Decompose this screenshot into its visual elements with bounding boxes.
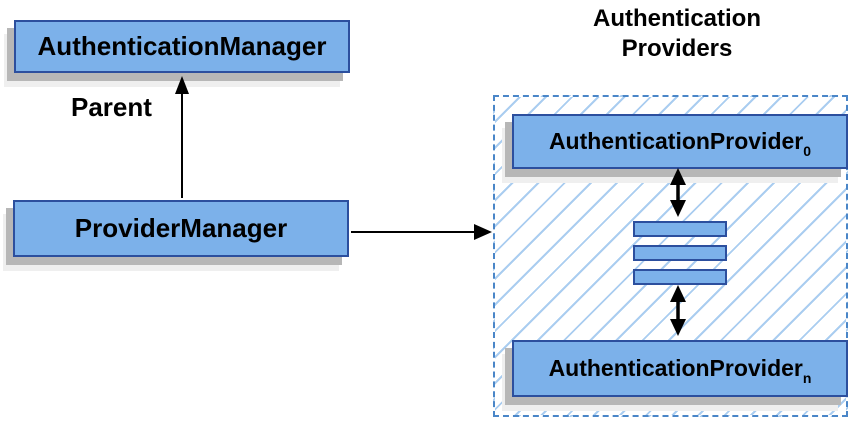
authentication-providers-group: AuthenticationProvider0 AuthenticationPr… xyxy=(493,95,848,417)
authentication-manager-label: AuthenticationManager xyxy=(37,31,327,61)
provider-manager-to-providers-arrow xyxy=(351,224,492,240)
authentication-manager-node: AuthenticationManager xyxy=(14,20,350,73)
provider-manager-node: ProviderManager xyxy=(13,200,349,257)
authentication-provider-n-node: AuthenticationProvidern xyxy=(512,340,848,397)
authentication-provider-0-node: AuthenticationProvider0 xyxy=(512,114,848,169)
authentication-provider-n-label: AuthenticationProvidern xyxy=(548,355,812,386)
provider-manager-label: ProviderManager xyxy=(74,213,288,243)
parent-edge-label: Parent xyxy=(71,92,152,122)
authentication-providers-title: Authentication Providers xyxy=(593,5,761,62)
parent-arrow xyxy=(175,76,189,198)
authentication-provider-n-subscript: n xyxy=(802,370,812,386)
authentication-provider-0-label: AuthenticationProvider0 xyxy=(548,128,812,159)
provider-ellipsis-bar-3 xyxy=(633,269,727,285)
authentication-provider-0-subscript: 0 xyxy=(803,143,812,159)
provider-ellipsis-bar-1 xyxy=(633,221,727,237)
provider-ellipsis-bar-2 xyxy=(633,245,727,261)
